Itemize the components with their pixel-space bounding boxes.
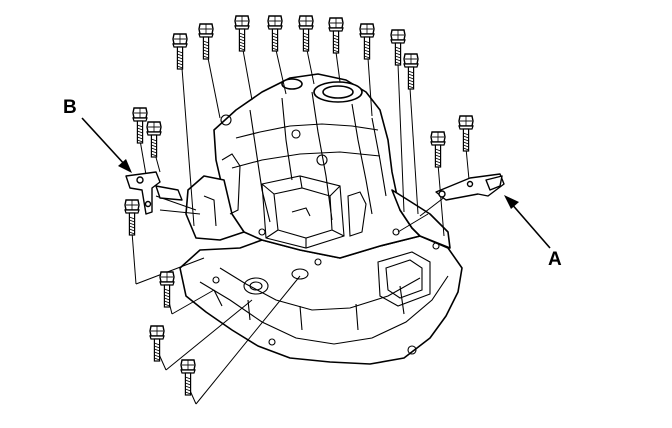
bolt <box>149 325 165 362</box>
bolt <box>458 115 474 152</box>
bolt <box>403 53 419 90</box>
bolt <box>390 29 406 66</box>
bolt <box>146 121 162 158</box>
bolt <box>298 15 314 52</box>
bolt <box>328 17 344 54</box>
bolt <box>267 15 283 52</box>
bolt <box>234 15 250 52</box>
bolt <box>180 359 196 396</box>
bolt <box>159 271 175 308</box>
bolt <box>132 107 148 144</box>
bolt <box>124 199 140 236</box>
callout-b-arrow <box>81 117 132 173</box>
transmission-housing <box>179 73 463 365</box>
bolt <box>198 23 214 60</box>
bolt <box>172 33 188 70</box>
callout-label-a: A <box>548 249 562 270</box>
bolt <box>359 23 375 60</box>
bracket-a <box>435 173 505 201</box>
housing-detail-lines <box>199 91 449 355</box>
bolt-leader-lines <box>131 49 471 405</box>
callout-a-arrow <box>504 195 551 249</box>
callout-label-b: B <box>63 97 77 118</box>
bracket-b <box>125 171 183 215</box>
bolt <box>430 131 446 168</box>
